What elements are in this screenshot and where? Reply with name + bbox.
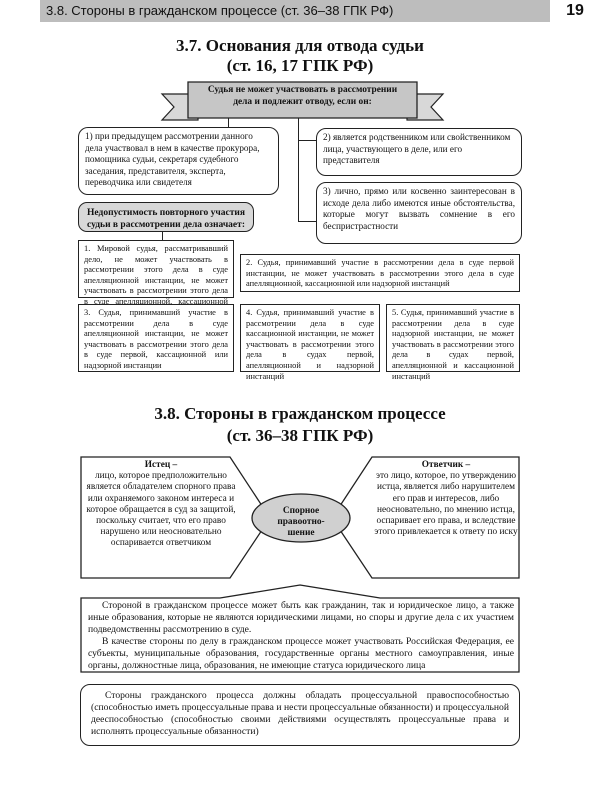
party-definition-frame: [80, 584, 520, 673]
capacity-text: Стороны гражданского процесса должны обл…: [91, 690, 509, 737]
plaintiff-title: Истец –: [144, 460, 178, 470]
defendant-shape: [331, 456, 520, 579]
rule-box-2: 2. Судья, принимавший участие в рассмотр…: [240, 254, 520, 292]
party-definition-shape: [80, 584, 520, 673]
dispute-label: Спорное правоотно- шение: [277, 506, 325, 538]
ribbon-body: [187, 81, 418, 119]
parties-diagram: [80, 456, 520, 579]
ribbon-line-2: дела и подлежит отводу, если он:: [233, 97, 372, 107]
inadmissibility-line-1: Недопустимость повторного участия: [87, 208, 245, 218]
inadmissibility-line-2: судьи в рассмотрении дела означает:: [87, 220, 245, 230]
rule-box-4: 4. Судья, принимавший участие в рассмотр…: [240, 304, 380, 381]
running-header: 3.8. Стороны в гражданском процессе (ст.…: [40, 0, 550, 22]
connector-line: [298, 118, 300, 222]
connector-line: [162, 232, 164, 240]
page-number: 19: [566, 2, 584, 19]
connector-line: [228, 118, 230, 128]
defendant-text: это лицо, которое, по утверждению истца,…: [374, 471, 518, 538]
rule-box-5: 5. Судья, принимавший участие в рассмотр…: [386, 304, 520, 381]
capacity-box: Стороны гражданского процесса должны обл…: [80, 684, 520, 746]
dispute-ellipse: [251, 493, 351, 543]
ribbon-line-1: Судья не может участвовать в рассмотрени…: [207, 85, 398, 95]
section-3-7-title: 3.7. Основания для отвода судьи: [176, 36, 424, 55]
ribbon-text: Судья не может участвовать в рассмотрени…: [190, 84, 415, 108]
section-3-8-subtitle: (ст. 36–38 ГПК РФ): [226, 426, 374, 445]
rule-3-text: 3. Судья, принимавший участие в рассмотр…: [84, 308, 228, 370]
party-paragraph-2: В качестве стороны по делу в гражданском…: [88, 636, 514, 671]
reason-1-text: 1) при предыдущем рассмотрении данного д…: [85, 131, 260, 187]
plaintiff-text: лицо, которое предположительно является …: [86, 471, 236, 549]
reason-box-3: 3) лично, прямо или косвенно заинтересов…: [316, 182, 522, 244]
connector-line: [298, 140, 316, 142]
reason-2-text: 2) является родственником или свойственн…: [323, 132, 511, 165]
running-title: 3.8. Стороны в гражданском процессе (ст.…: [46, 3, 394, 18]
connector-line: [298, 221, 316, 223]
ribbon-banner: [160, 81, 445, 121]
reason-box-2: 2) является родственником или свойственн…: [316, 128, 522, 176]
reason-box-1: 1) при предыдущем рассмотрении данного д…: [78, 127, 279, 195]
plaintiff-block: Истец – лицо, которое предположительно я…: [86, 460, 256, 550]
defendant-block: Ответчик – это лицо, которое, по утвержд…: [374, 460, 518, 538]
plaintiff-shape: [80, 456, 271, 579]
inadmissibility-box: Недопустимость повторного участия судьи …: [78, 202, 254, 232]
defendant-title: Ответчик –: [421, 460, 471, 470]
section-3-8-title: 3.8. Стороны в гражданском процессе: [154, 404, 446, 423]
reason-3-text: 3) лично, прямо или косвенно заинтересов…: [323, 186, 515, 231]
rule-4-text: 4. Судья, принимавший участие в рассмотр…: [246, 308, 374, 381]
rule-box-1: 1. Мировой судья, рассматривавший дело, …: [78, 240, 234, 317]
rule-5-text: 5. Судья, принимавший участие в рассмотр…: [392, 308, 514, 381]
party-paragraph-1: Стороной в гражданском процессе может бы…: [88, 600, 514, 635]
party-definition-text: Стороной в гражданском процессе может бы…: [88, 600, 514, 672]
rule-box-3: 3. Судья, принимавший участие в рассмотр…: [78, 304, 234, 372]
rule-2-text: 2. Судья, принимавший участие в рассмотр…: [246, 258, 514, 289]
section-3-7-subtitle: (ст. 16, 17 ГПК РФ): [226, 56, 374, 75]
